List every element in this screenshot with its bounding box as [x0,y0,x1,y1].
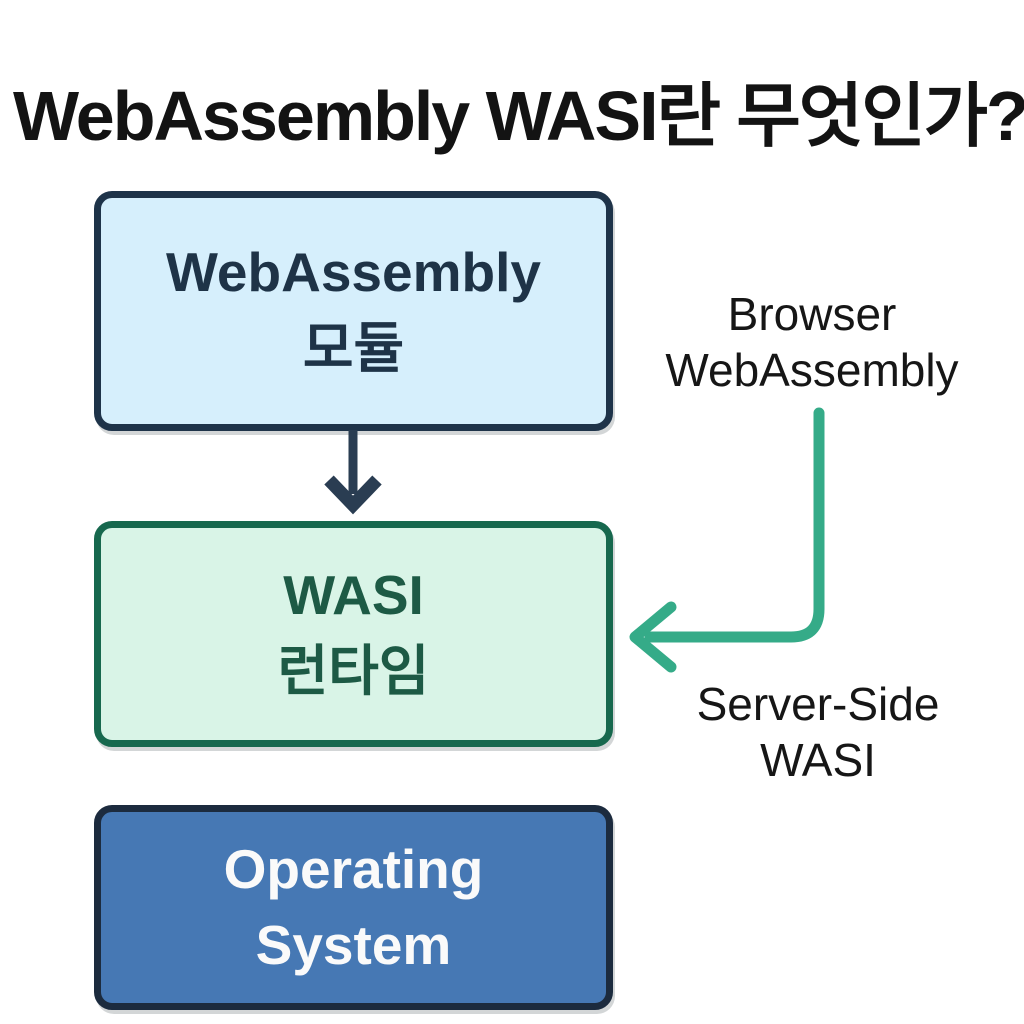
operating-system-box-line2: System [255,913,452,976]
webassembly-module-box-line1: WebAssembly [166,241,541,304]
wasi-runtime-box-line1: WASI [283,564,424,627]
wasi-runtime-box-line2: 런타임 [277,640,430,702]
wasi-runtime-box: WASI 런타임 [94,521,613,747]
module-to-wasi-arrow [324,430,382,515]
webassembly-module-box: WebAssembly 모듈 [94,191,613,431]
operating-system-box: Operating System [94,805,613,1010]
webassembly-module-box-line2: 모듈 [302,317,405,379]
browser-to-wasi-arrow [629,407,825,673]
operating-system-box-line1: Operating [223,837,484,900]
page-title: WebAssembly WASI란 무엇인가? [13,76,1024,155]
browser-webassembly-label-line2: WebAssembly [665,344,959,397]
browser-webassembly-label-line1: Browser [727,288,897,340]
server-side-wasi-label: Server-Side WASI [618,676,1018,788]
browser-webassembly-label: Browser WebAssembly [612,286,1012,398]
server-side-wasi-label-line1: Server-Side [696,678,940,730]
server-side-wasi-label-line2: WASI [760,734,876,787]
